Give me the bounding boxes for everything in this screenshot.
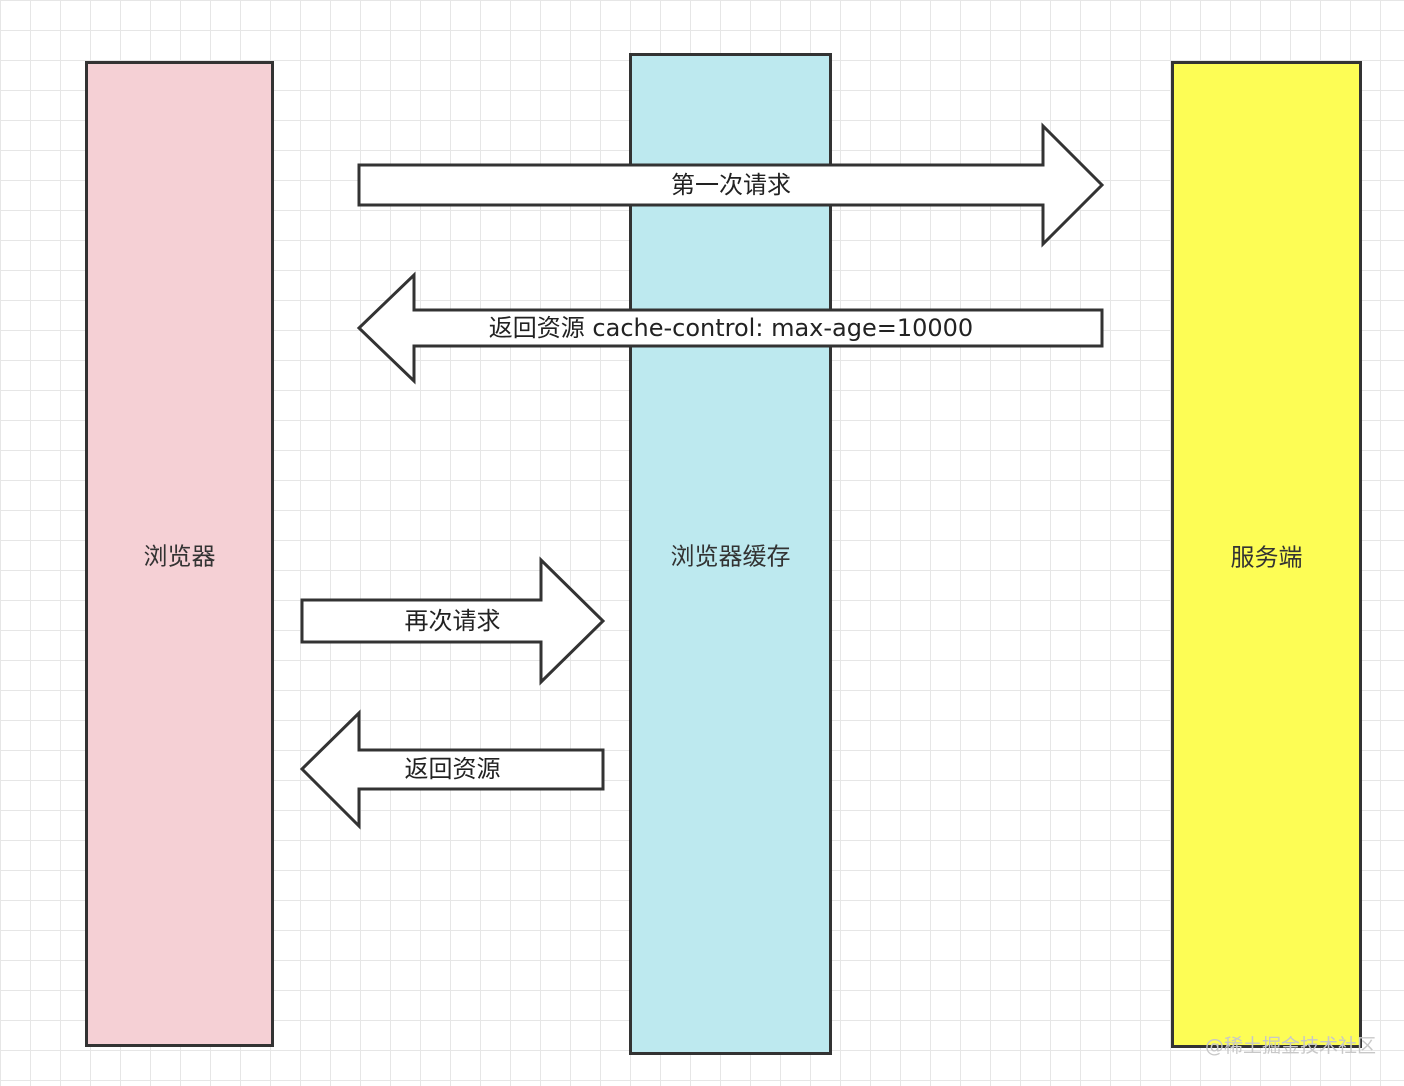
cached-response-arrow [299, 709, 605, 830]
browser-cache-label: 浏览器缓存 [670, 542, 791, 571]
browser-lane: 浏览器 [85, 61, 274, 1047]
second-request-arrow [300, 556, 606, 686]
server-label: 服务端 [1230, 543, 1303, 571]
first-request-label: 第一次请求 [671, 171, 791, 199]
cached-response-label: 返回资源 [404, 755, 501, 783]
browser-label: 浏览器 [143, 542, 216, 571]
browser-cache-lane: 浏览器缓存 [629, 53, 832, 1055]
cache-response-arrow [356, 271, 1104, 385]
watermark: @稀土掘金技术社区 [1204, 1035, 1376, 1057]
second-request-label: 再次请求 [404, 607, 501, 635]
first-request-arrow [357, 122, 1105, 248]
server-lane: 服务端 [1171, 61, 1362, 1048]
cache-response-label: 返回资源 cache-control: max-age=10000 [488, 314, 974, 342]
